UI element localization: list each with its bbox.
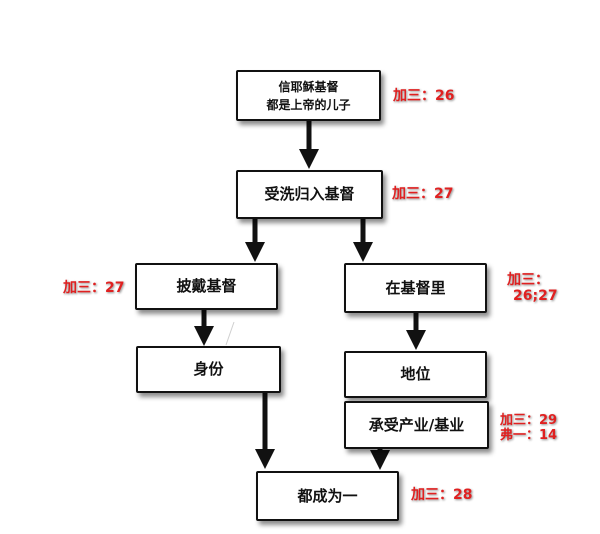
ref-inherit-line1: 加三：29: [500, 413, 558, 428]
ref-in-christ-line2: 26;27: [513, 288, 558, 305]
decorative-stroke: [225, 321, 235, 346]
node-baptized: 受洗归入基督: [236, 170, 383, 219]
node-status: 地位: [344, 351, 487, 398]
ref-in-christ: 加三： 26;27: [507, 272, 558, 304]
node-inherit-label: 承受产业/基业: [368, 415, 465, 434]
node-believe: 信耶稣基督 都是上帝的儿子: [236, 70, 381, 121]
ref-all-one: 加三：28: [411, 487, 473, 503]
ref-baptized: 加三：27: [392, 186, 454, 202]
node-in-christ-label: 在基督里: [385, 278, 446, 297]
node-clothed: 披戴基督: [135, 263, 278, 310]
node-believe-line2: 都是上帝的儿子: [266, 97, 351, 112]
node-believe-line1: 信耶稣基督: [278, 79, 339, 94]
node-identity: 身份: [136, 346, 281, 393]
node-inherit: 承受产业/基业: [344, 401, 489, 449]
ref-in-christ-line1: 加三：: [507, 272, 549, 288]
ref-clothed: 加三：27: [63, 280, 125, 296]
node-all-one: 都成为一: [256, 471, 399, 521]
node-all-one-label: 都成为一: [297, 486, 358, 505]
node-identity-label: 身份: [193, 360, 224, 379]
node-status-label: 地位: [400, 365, 431, 384]
ref-inherit-line2: 弗一：14: [500, 427, 558, 443]
node-baptized-label: 受洗归入基督: [264, 185, 355, 204]
ref-inherit: 加三：29 弗一：14: [500, 413, 558, 444]
node-in-christ: 在基督里: [344, 263, 487, 313]
ref-believe: 加三：26: [393, 88, 455, 104]
node-clothed-label: 披戴基督: [176, 277, 237, 296]
